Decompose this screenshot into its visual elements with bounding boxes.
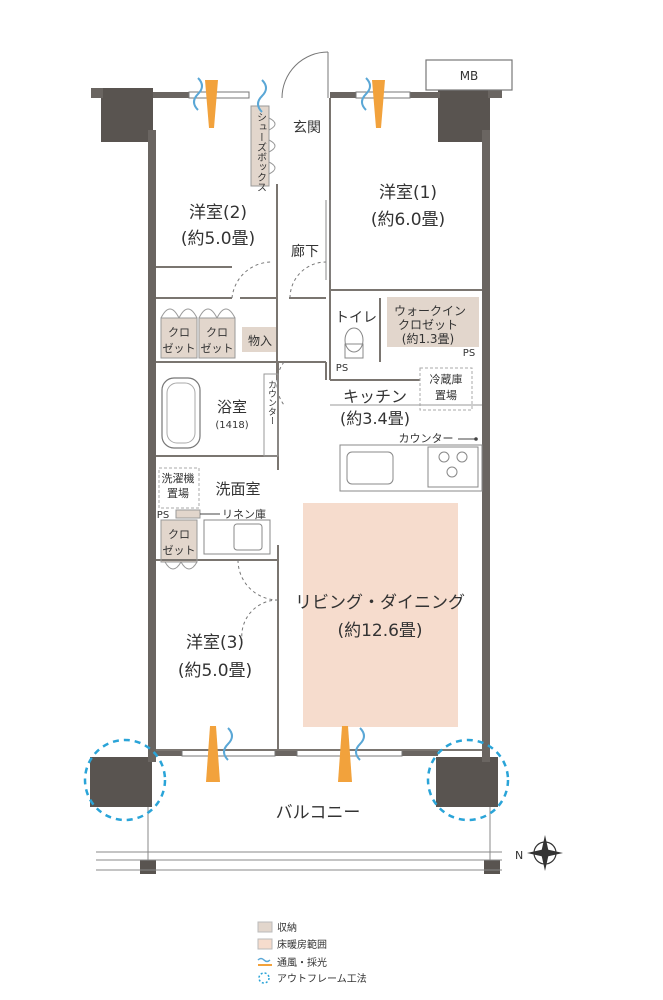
label-ps-toilet: PS	[336, 363, 348, 374]
label-closet1-l1: クロ	[168, 326, 190, 339]
room-living-size: (約12.6畳)	[337, 621, 422, 641]
doors	[231, 51, 329, 641]
legend-vent-icon	[257, 957, 271, 963]
outframe-markers	[83, 738, 510, 822]
label-counter-vertical: カウンター	[266, 380, 277, 425]
room-toilet: トイレ	[335, 310, 377, 326]
legend-label-outframe: アウトフレーム工法	[277, 972, 367, 985]
room-bath-name: 浴室	[217, 398, 247, 416]
structural-columns	[90, 88, 500, 874]
room-wic-line2: クロゼット	[398, 318, 458, 332]
compass-icon: N	[515, 835, 563, 871]
legend-swatch-storage	[257, 921, 273, 933]
room-western1-size: (約6.0畳)	[371, 210, 445, 230]
storage-areas	[161, 106, 479, 562]
label-closet3-l1: クロ	[168, 528, 190, 541]
room-western1-name: 洋室(1)	[379, 183, 437, 203]
ventilation-arrows	[193, 77, 385, 782]
room-entrance: 玄関	[293, 119, 321, 136]
label-ps-wash: PS	[157, 510, 169, 521]
label-washer-l1: 洗濯機	[162, 471, 195, 485]
svg-text:N: N	[515, 849, 523, 862]
label-fridge-l2: 置場	[435, 389, 457, 402]
toilet-fixture	[344, 327, 364, 359]
closet-outlines	[160, 308, 236, 570]
room-western2-name: 洋室(2)	[189, 203, 247, 223]
room-corridor: 廊下	[291, 243, 319, 260]
label-shoebox: シューズボックス	[255, 112, 267, 192]
label-mb: MB	[460, 69, 479, 83]
room-wic-size: (約1.3畳)	[402, 331, 454, 346]
room-kitchen-name: キッチン	[343, 387, 407, 406]
room-western2-size: (約5.0畳)	[181, 229, 255, 249]
mb-box	[425, 59, 513, 91]
room-balcony: バルコニー	[276, 803, 361, 823]
kitchen-counter	[339, 367, 483, 492]
counter-vertical	[263, 373, 279, 457]
legend-label-vent: 通風・採光	[277, 956, 327, 969]
exterior-walls	[91, 88, 502, 762]
legend-label-heating: 床暖房範囲	[277, 938, 327, 951]
washer-space	[158, 467, 200, 509]
room-washroom: 洗面室	[215, 480, 260, 498]
legend-outframe-icon	[258, 972, 270, 984]
floor-heating-area	[303, 503, 458, 727]
room-living-name: リビング・ダイニング	[295, 593, 465, 613]
label-counter-kitchen: カウンター	[399, 432, 454, 445]
room-kitchen-size: (約3.4畳)	[340, 409, 410, 428]
legend-label-storage: 収納	[277, 921, 297, 934]
label-ps-wic: PS	[463, 348, 475, 359]
label-closet2-l1: クロ	[206, 326, 228, 339]
label-closet1-l2: ゼット	[163, 342, 196, 355]
legend: 収納 床暖房範囲 通風・採光 アウトフレーム工法	[257, 921, 367, 985]
room-western3-name: 洋室(3)	[186, 633, 244, 653]
room-wic-line1: ウォークイン	[394, 304, 466, 318]
label-linen: リネン庫	[222, 507, 266, 521]
legend-swatch-heating	[257, 938, 273, 950]
washbasin	[203, 519, 271, 555]
room-western3-size: (約5.0畳)	[178, 661, 252, 681]
label-closet2-l2: ゼット	[201, 342, 234, 355]
balcony-rail	[96, 807, 502, 871]
label-storage: 物入	[248, 334, 272, 348]
room-bath-size: (1418)	[215, 420, 248, 431]
label-closet3-l2: ゼット	[163, 544, 196, 557]
sliding-door-rails	[325, 200, 331, 280]
shoebox-shelves	[250, 105, 276, 187]
bathtub	[161, 377, 201, 449]
label-fridge-l1: 冷蔵庫	[430, 372, 463, 386]
label-washer-l2: 置場	[167, 487, 189, 500]
